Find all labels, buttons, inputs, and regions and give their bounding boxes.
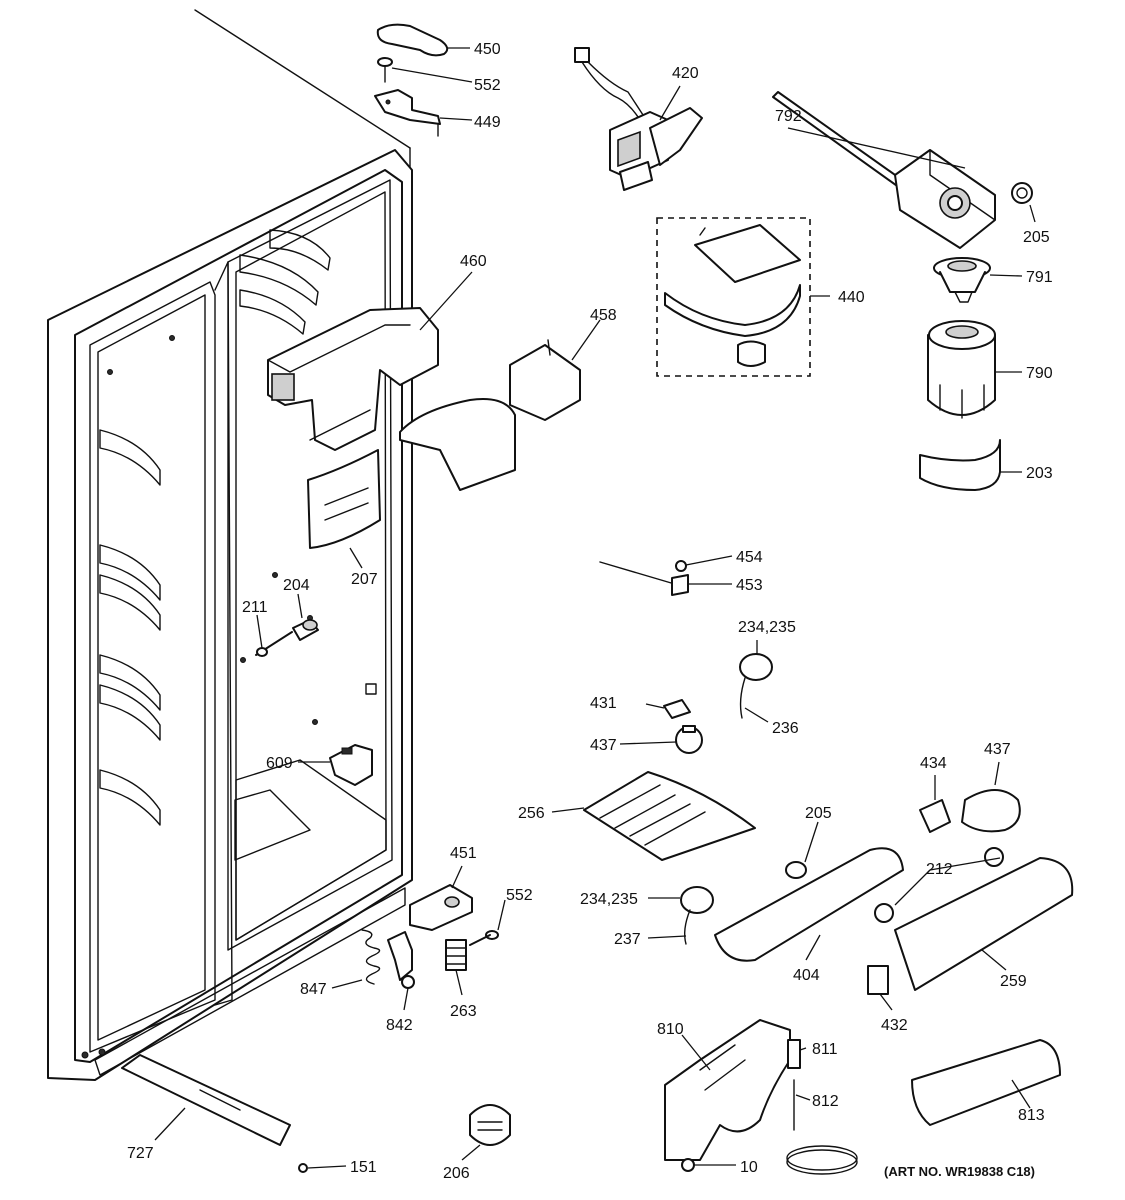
callout-432: 432 [881, 1017, 908, 1034]
part-234-235-light-lens-a [739, 653, 773, 719]
callout-453: 453 [736, 577, 763, 594]
callout-263: 263 [450, 1003, 477, 1020]
callout-454: 454 [736, 549, 763, 566]
part-259-trim-cover [894, 857, 1074, 991]
part-212-spacer [874, 847, 1004, 923]
part-263-leveling-roller [445, 939, 467, 971]
callout-847: 847 [300, 981, 327, 998]
cabinet [47, 9, 413, 1081]
part-420-actuator-harness [574, 47, 703, 191]
part-234-235-light-lens-b [680, 886, 714, 945]
part-204-spacer [292, 619, 319, 641]
part-437-light-bulb-b [961, 789, 1021, 833]
callout-205-mid: 205 [805, 805, 832, 822]
callout-203: 203 [1026, 465, 1053, 482]
part-256-light-shield [583, 771, 756, 861]
part-847-spring [361, 929, 381, 985]
callout-842: 842 [386, 1017, 413, 1034]
part-458-damper-bracket [399, 339, 581, 491]
callout-211: 211 [242, 599, 268, 616]
callout-449: 449 [474, 114, 501, 131]
callout-10: 10 [740, 1159, 758, 1176]
leader-lines [154, 47, 1036, 1169]
part-552-screw-bottom [469, 930, 499, 946]
callout-420: 420 [672, 65, 699, 82]
callout-236: 236 [772, 720, 799, 737]
part-10-screw [681, 1158, 695, 1172]
part-609-switch [329, 744, 373, 786]
callout-234-235-top: 234,235 [738, 619, 796, 636]
part-453-thermistor [599, 561, 689, 596]
callout-237: 237 [614, 931, 641, 948]
part-552-screw-top [377, 57, 393, 83]
part-404-light-cover [714, 847, 904, 962]
callout-727: 727 [127, 1145, 154, 1162]
callout-151: 151 [350, 1159, 377, 1176]
part-450-hinge-cover [376, 23, 449, 57]
part-205-grommet-b [785, 861, 807, 879]
art-number: (ART NO. WR19838 C18) [884, 1164, 1035, 1179]
part-727-toe-grille [121, 1054, 291, 1146]
part-432-switch [867, 965, 889, 995]
part-792-ice-rod-housing [772, 91, 996, 249]
callout-206: 206 [443, 1165, 470, 1182]
callout-811: 811 [812, 1041, 838, 1058]
part-842-door-closer [387, 931, 415, 989]
part-207-duct-cover [307, 449, 381, 549]
callout-460: 460 [460, 253, 487, 270]
callout-813: 813 [1018, 1107, 1045, 1124]
callout-404: 404 [793, 967, 820, 984]
part-151-screw [298, 1163, 308, 1173]
callout-552-bottom: 552 [506, 887, 533, 904]
part-437-light-bulb-a [675, 725, 703, 754]
callout-451: 451 [450, 845, 477, 862]
part-454-clip [675, 560, 687, 572]
part-811-tube-fitting [787, 1039, 801, 1069]
callout-431: 431 [590, 695, 617, 712]
callout-552: 552 [474, 77, 501, 94]
callout-812: 812 [812, 1093, 839, 1110]
callout-259: 259 [1000, 973, 1027, 990]
callout-791: 791 [1026, 269, 1053, 286]
part-449-top-hinge [374, 89, 441, 137]
part-810-water-tank [664, 1019, 791, 1161]
part-434-lamp-socket [919, 799, 951, 833]
callout-440: 440 [838, 289, 865, 306]
callout-212: 212 [926, 861, 953, 878]
part-790-water-filter [927, 320, 996, 419]
part-791-filter-head [933, 257, 991, 303]
callout-437-right: 437 [984, 741, 1011, 758]
part-205-grommet-top [1011, 182, 1033, 204]
callout-609: 609 [266, 755, 293, 772]
part-813-tank-cover [911, 1039, 1061, 1126]
part-206-drain-plug [469, 1104, 511, 1146]
callout-790: 790 [1026, 365, 1053, 382]
callout-450: 450 [474, 41, 501, 58]
callout-437-left: 437 [590, 737, 617, 754]
callout-810: 810 [657, 1021, 684, 1038]
callout-434: 434 [920, 755, 947, 772]
part-460-air-duct [267, 307, 439, 451]
part-812-water-line [786, 1079, 858, 1175]
part-451-bottom-hinge [409, 884, 473, 931]
callout-458: 458 [590, 307, 617, 324]
callout-204: 204 [283, 577, 310, 594]
callout-205-top: 205 [1023, 229, 1050, 246]
callout-792: 792 [775, 108, 802, 125]
callout-234-235-bottom: 234,235 [580, 891, 638, 908]
part-203-filter-cover [919, 439, 1001, 491]
callout-207: 207 [351, 571, 378, 588]
callout-labels: 450 552 449 420 792 205 791 440 460 458 … [127, 41, 1053, 1182]
part-440-control-kit [656, 217, 811, 377]
callout-256: 256 [518, 805, 545, 822]
part-431-lamp-socket [663, 699, 691, 719]
